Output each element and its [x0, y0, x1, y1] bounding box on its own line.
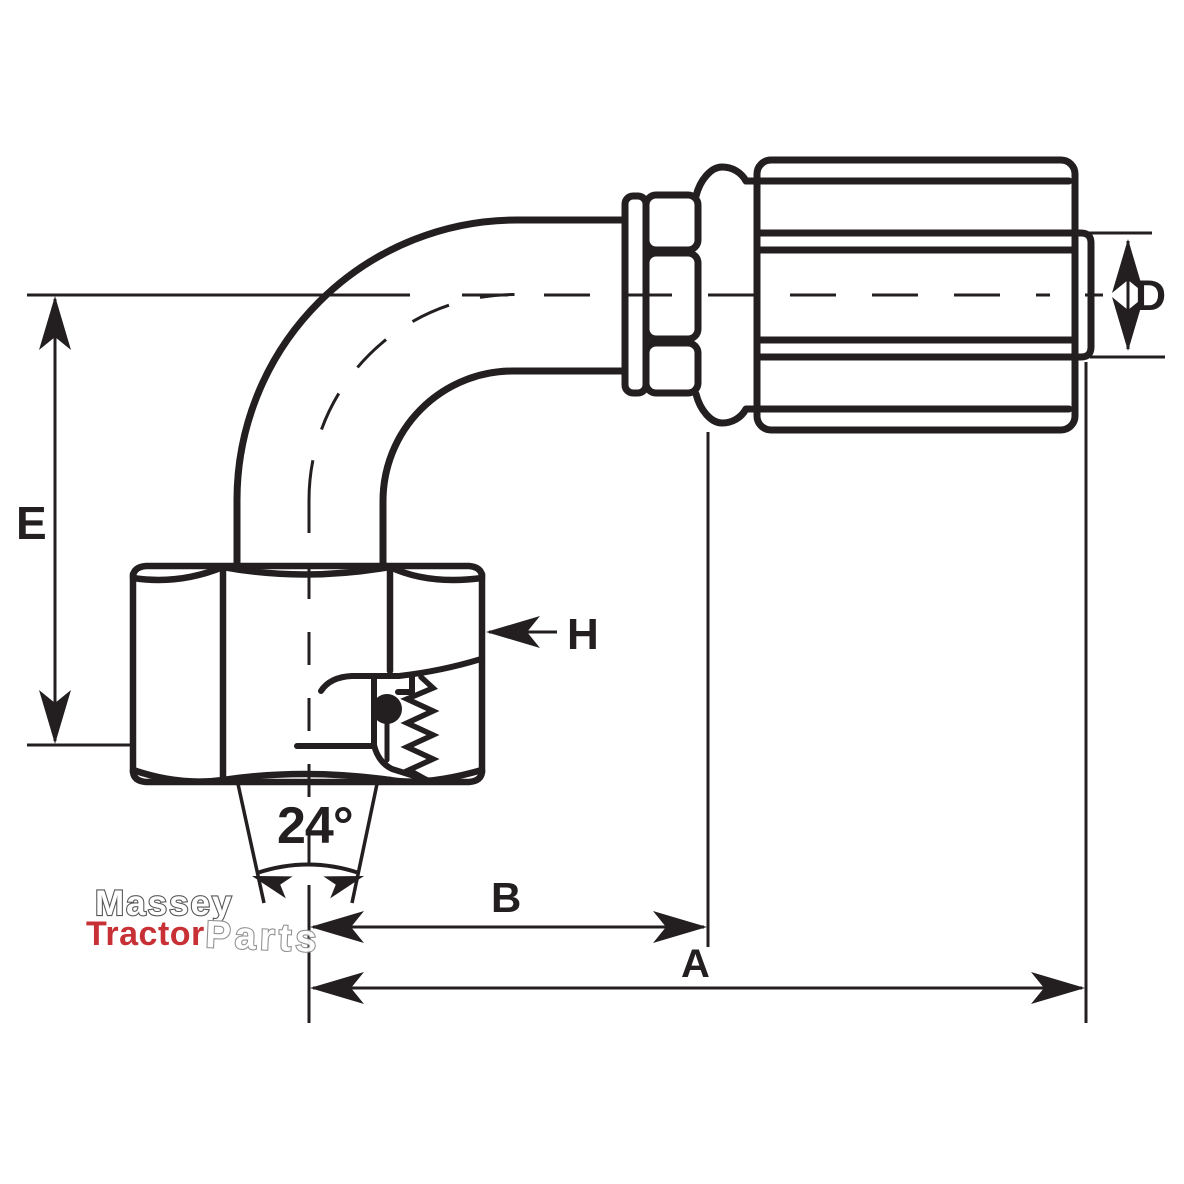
socket-shell — [753, 156, 1079, 434]
nut-top-chamfer-middle — [219, 563, 394, 578]
nut-bottom-chamfer-middle — [219, 770, 394, 784]
nut-cutaway-section — [294, 656, 484, 783]
watermark-massey: Massey — [95, 884, 233, 923]
cone-angle-arc — [256, 862, 360, 875]
cutaway-top-profile — [318, 656, 484, 694]
collar-rib-top — [642, 191, 702, 254]
centerline-bend-arc-dashed — [307, 293, 515, 501]
cone-angle-line-left — [236, 783, 266, 904]
label-dim-e: E — [16, 497, 47, 549]
elbow-outer-wall — [233, 216, 630, 571]
nut-bottom-chamfer-right — [386, 766, 486, 785]
label-dim-a: A — [681, 942, 710, 986]
nut-top-chamfer-left — [129, 563, 227, 584]
label-dim-h: H — [567, 610, 599, 659]
watermark-tractor: Tractor — [86, 915, 205, 953]
label-dim-d: D — [1135, 272, 1166, 320]
crimp-socket — [692, 156, 1083, 434]
nut-top-chamfer-right — [386, 563, 486, 584]
watermark-logo: Massey Parts Tractor — [86, 883, 322, 962]
thread-zigzag — [400, 674, 440, 783]
label-dim-b: B — [491, 874, 521, 921]
socket-bell-top — [692, 163, 761, 200]
label-cone-angle: 24° — [277, 797, 353, 855]
collar-rib-bottom — [642, 339, 702, 397]
watermark-parts: Parts — [205, 914, 322, 961]
cutaway-lower-profile — [371, 742, 430, 783]
elbow-inner-wall — [379, 367, 630, 571]
cone-angle-line-right — [350, 783, 379, 904]
cutaway-step — [395, 674, 415, 695]
elbow-tube — [233, 216, 630, 571]
nut-bottom-chamfer-left — [129, 766, 227, 785]
socket-bell-bottom — [692, 390, 761, 427]
dimension-labels: E H B A D 24° — [16, 272, 1166, 986]
oring-ball — [372, 694, 402, 724]
